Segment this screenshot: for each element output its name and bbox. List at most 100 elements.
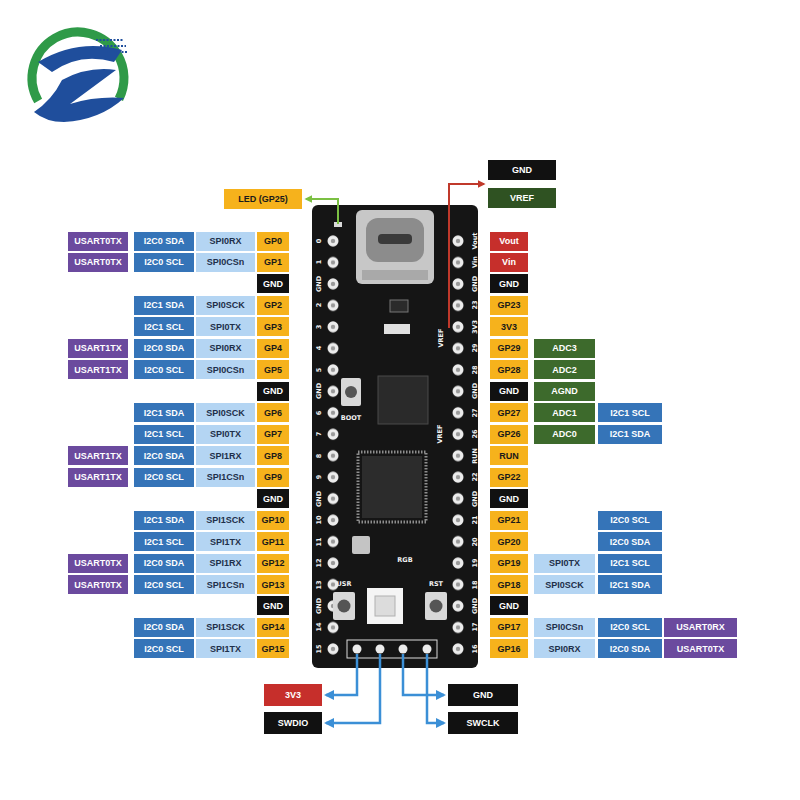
pin-label: GP5 <box>264 365 282 375</box>
pin-label-box: GND <box>448 684 518 706</box>
silkscreen-label: GND <box>316 276 323 292</box>
pin-label: GND <box>263 494 283 504</box>
pin-label-box: GND <box>490 489 528 508</box>
pin-label-box: Vin <box>490 253 528 272</box>
logo-swoosh <box>34 69 124 122</box>
pin-label-box: SPI1SCK <box>196 511 255 530</box>
pin-label: SPI0TX <box>210 429 241 439</box>
pin-label: GND <box>512 165 532 175</box>
pin-label-box: I2C1 SDA <box>598 425 662 444</box>
pin-label-box: 3V3 <box>264 684 322 706</box>
pin-label: GP1 <box>264 257 282 267</box>
pin-label: I2C0 SCL <box>144 365 184 375</box>
pin-label-box: I2C1 SDA <box>134 403 194 422</box>
silkscreen-label: 15 <box>316 644 323 653</box>
pin-label-box: GND <box>257 489 289 508</box>
silkscreen-label: Vout <box>472 233 479 250</box>
pin-label: GP28 <box>497 365 520 375</box>
pin-label-box: USART0TX <box>68 554 128 573</box>
usr-button <box>333 592 355 620</box>
pin-label: GP16 <box>497 644 520 654</box>
pin-label-box: GP16 <box>490 639 528 658</box>
silkscreen-label: 5 <box>316 368 323 373</box>
pin-label-box: SPI0CSn <box>534 618 595 637</box>
pin-label: I2C0 SCL <box>144 580 184 590</box>
pin-label: I2C0 SCL <box>144 472 184 482</box>
pin-label: ADC1 <box>552 408 577 418</box>
flash-chip <box>378 376 428 424</box>
silkscreen-label: 27 <box>472 408 479 417</box>
silkscreen-label: GND <box>472 383 479 399</box>
silkscreen-label: 23 <box>472 301 479 310</box>
pin-label-box: SPI1RX <box>196 446 255 465</box>
pin-label: I2C0 SDA <box>144 236 185 246</box>
pin-label-box: SPI0RX <box>196 339 255 358</box>
pin-label-box: I2C1 SCL <box>598 403 662 422</box>
pin-label: RUN <box>499 451 519 461</box>
pin-label-box: SWDIO <box>264 712 322 734</box>
pin-label: SPI0TX <box>210 322 241 332</box>
silkscreen-label: 22 <box>472 473 479 482</box>
pin-label: USART0TX <box>74 558 122 568</box>
pin-label-box: GND <box>257 596 289 615</box>
leader-line <box>449 184 484 328</box>
pin-label-box: GP11 <box>257 532 289 551</box>
pin-label-box: I2C0 SDA <box>134 446 194 465</box>
usb-pins <box>362 270 428 280</box>
pin-label-box: I2C0 SCL <box>134 639 194 658</box>
swd-pad <box>353 645 362 654</box>
silkscreen-label: 4 <box>316 346 323 351</box>
pin-label-box: ADC2 <box>534 360 595 379</box>
pin-label: SPI1TX <box>210 537 241 547</box>
leader-line <box>427 654 444 723</box>
leader-line <box>306 199 338 224</box>
pin-label-box: USART0RX <box>664 618 737 637</box>
pin-label: GND <box>499 279 519 289</box>
pin-label: SPI0SCK <box>545 580 584 590</box>
pin-label: I2C1 SDA <box>144 408 185 418</box>
usb-tongue <box>378 234 412 244</box>
pin-label-box: GND <box>488 160 556 180</box>
silkscreen-label: 1 <box>316 260 323 265</box>
pin-label-box: I2C1 SDA <box>134 296 194 315</box>
pin-label: ADC2 <box>552 365 577 375</box>
usb-c-connector <box>356 210 434 284</box>
silkscreen-label: 14 <box>316 623 323 632</box>
pin-label: USART1TX <box>74 472 122 482</box>
pin-label: GP10 <box>261 515 284 525</box>
pin-label: USART1TX <box>74 343 122 353</box>
pin-label: GND <box>499 386 519 396</box>
pin-label: GP21 <box>497 515 520 525</box>
pin-label: I2C1 SCL <box>610 408 650 418</box>
pin-label-box: I2C0 SCL <box>134 575 194 594</box>
crystal <box>352 536 370 554</box>
pin-label-box: GP13 <box>257 575 289 594</box>
silkscreen-label: 2 <box>316 303 323 308</box>
boot-button-cap <box>345 386 357 398</box>
swd-frame <box>347 640 437 658</box>
smd-part <box>384 324 410 334</box>
silkscreen-label: 3 <box>316 325 323 330</box>
pin-label-box: I2C0 SDA <box>134 554 194 573</box>
pin-label-box: SPI1SCK <box>196 618 255 637</box>
pin-label-box: I2C0 SCL <box>134 468 194 487</box>
silkscreen-label: 7 <box>316 432 323 437</box>
silkscreen-label: 13 <box>316 580 323 589</box>
silkscreen-label: 26 <box>472 430 479 439</box>
rst-button-cap <box>430 600 443 613</box>
pin-label: USART0RX <box>676 622 725 632</box>
silkscreen-label: VREF <box>437 425 444 444</box>
pin-label: GP6 <box>264 408 282 418</box>
pin-label: GND <box>263 601 283 611</box>
rp2040-chip <box>362 456 422 518</box>
silkscreen-label: GND <box>472 276 479 292</box>
pin-label-box: SPI1CSn <box>196 468 255 487</box>
pin-label: I2C0 SCL <box>144 644 184 654</box>
silkscreen-label: RST <box>429 581 443 588</box>
silkscreen-label: 18 <box>472 580 479 589</box>
pin-label: GP13 <box>261 580 284 590</box>
pin-label-box: GND <box>257 382 289 401</box>
pin-label: SPI0TX <box>549 558 580 568</box>
pin-label-box: AGND <box>534 382 595 401</box>
